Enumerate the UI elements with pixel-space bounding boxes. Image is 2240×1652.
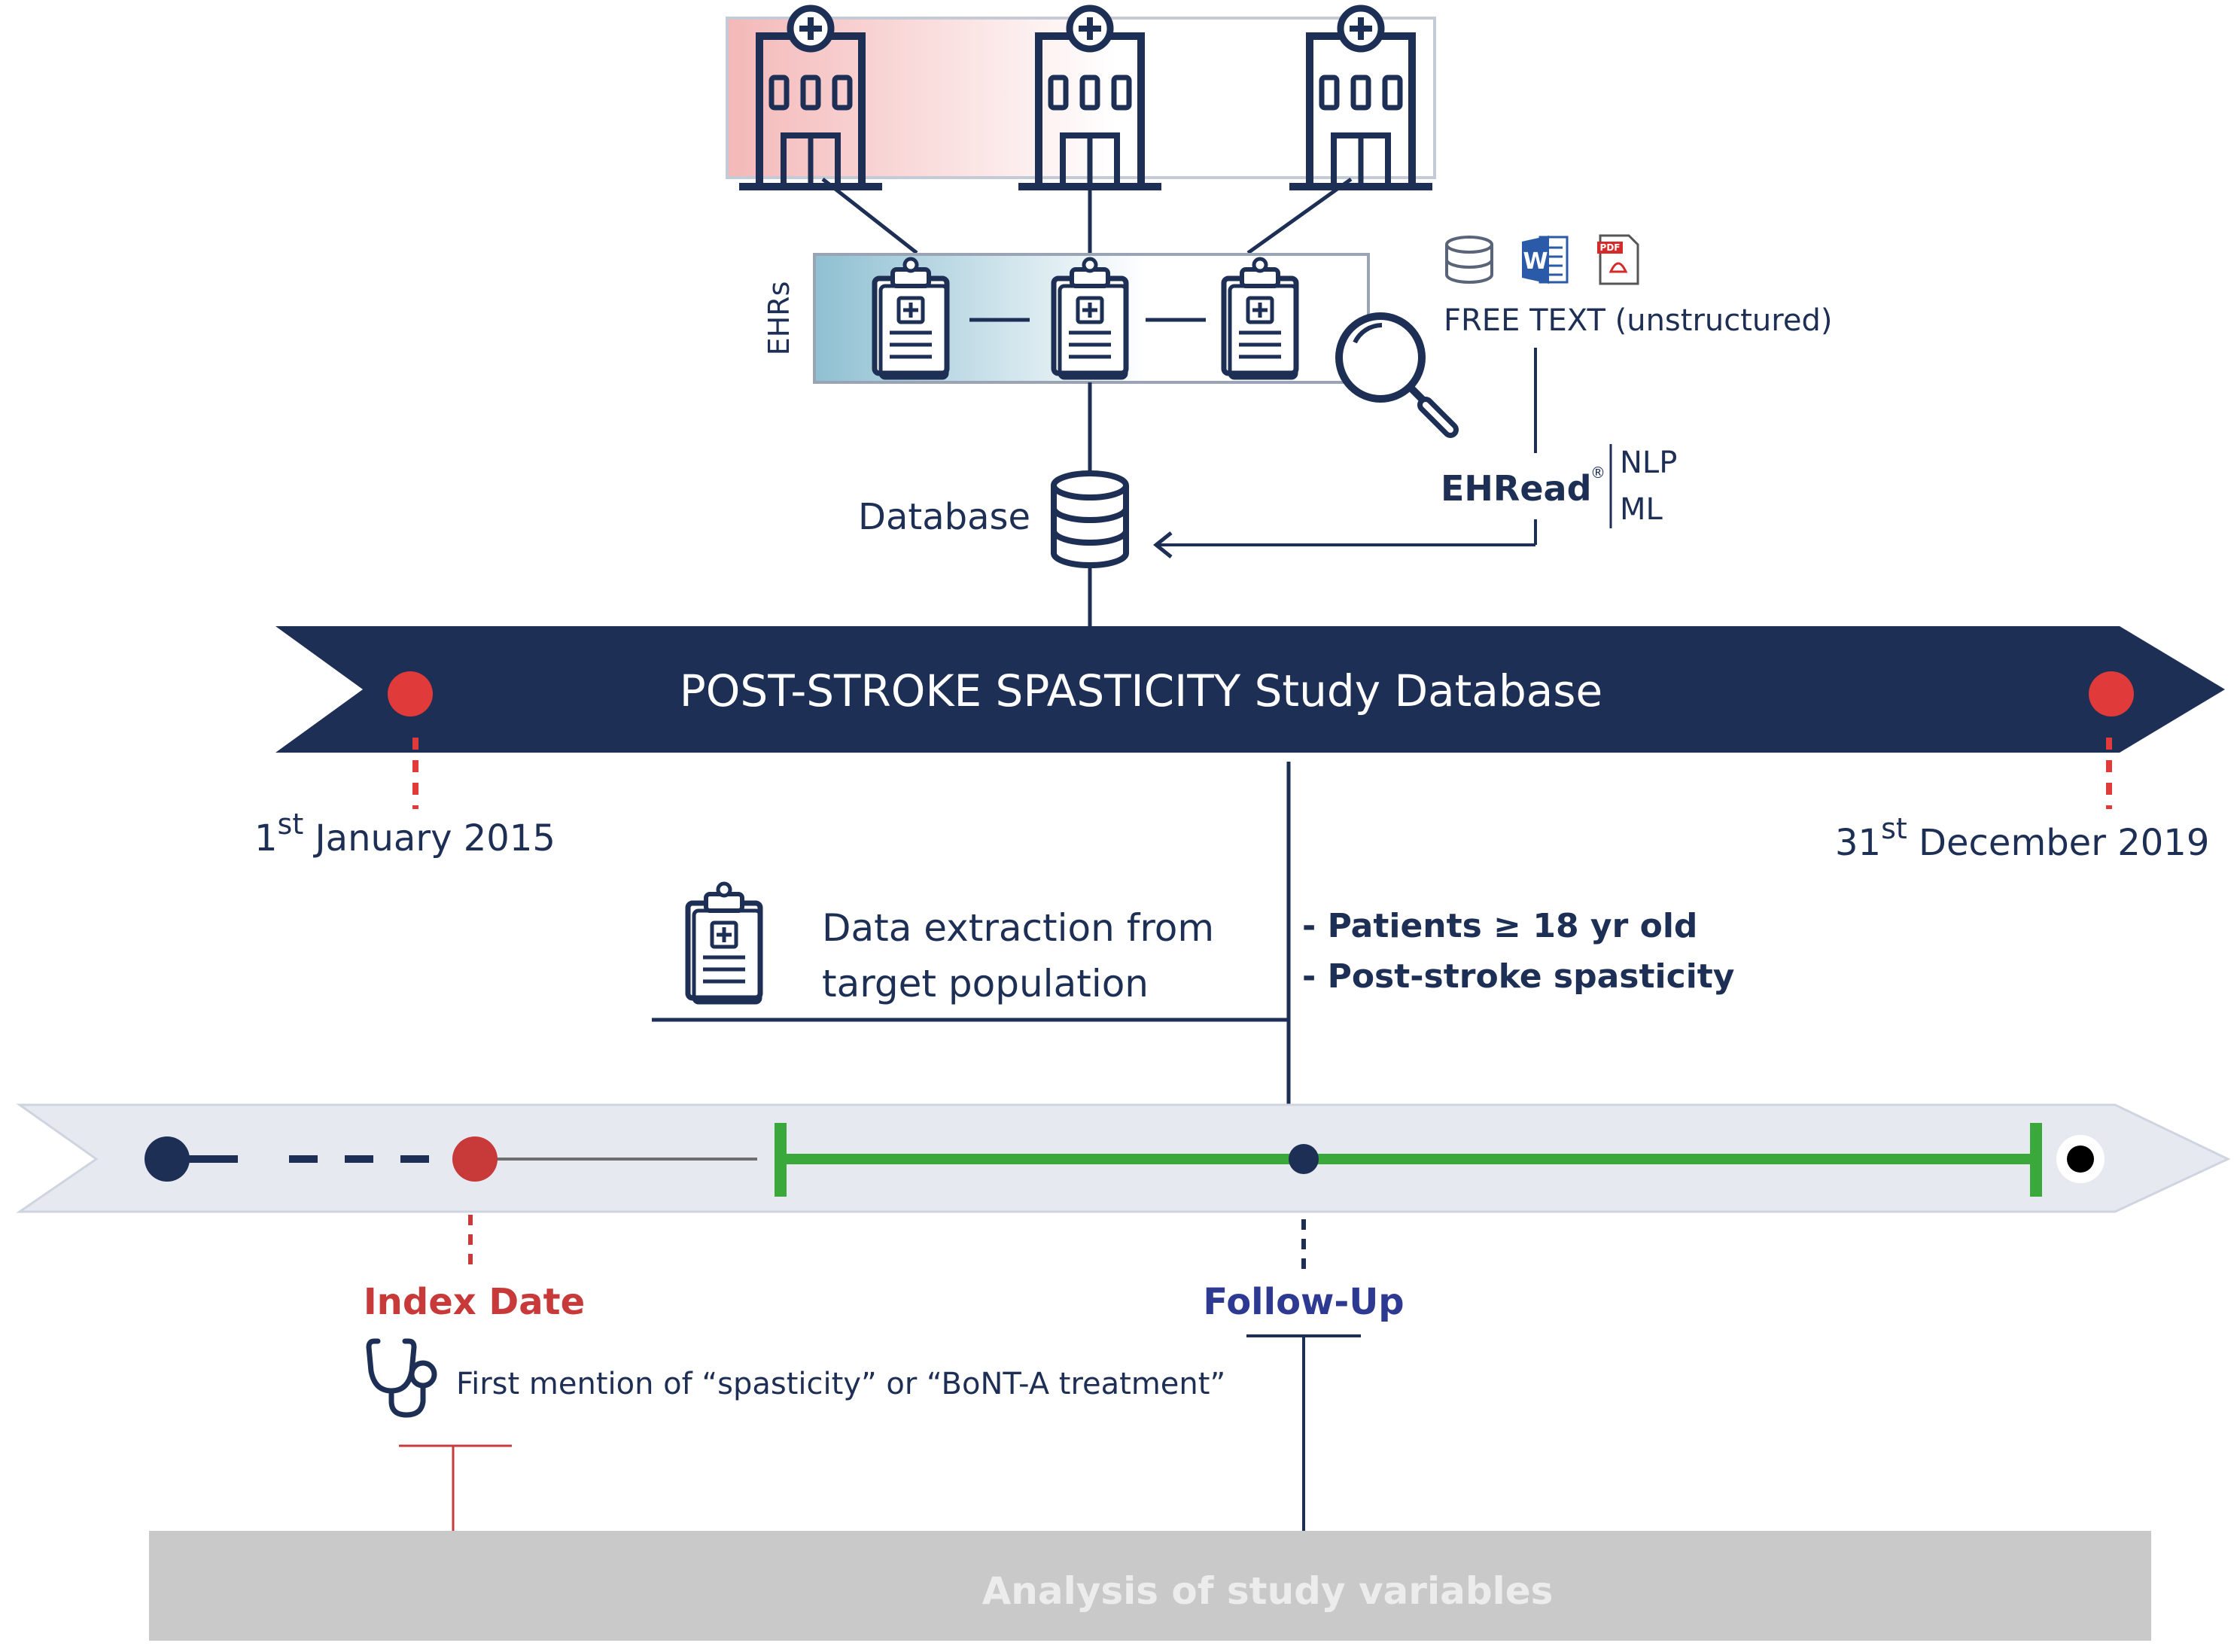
clipboard-icon — [1224, 259, 1296, 378]
analysis-box — [149, 1531, 2151, 1641]
magnifier-icon — [1335, 312, 1459, 438]
criterion-age: - Patients ≥ 18 yr old — [1302, 907, 1697, 945]
connector-line — [821, 178, 918, 254]
database-label: Database — [858, 496, 1030, 538]
start-date: 1st January 2015 — [254, 808, 555, 859]
ml-label: ML — [1620, 492, 1663, 527]
index-date-dot — [452, 1136, 498, 1182]
stethoscope-icon — [366, 1338, 437, 1418]
ehrs-label: EHRs — [762, 281, 796, 356]
followup-label: Follow-Up — [1203, 1281, 1404, 1323]
registered-mark: ® — [1590, 464, 1605, 482]
study-database-banner — [275, 626, 2225, 753]
extraction-line-1: Data extraction from — [822, 906, 1214, 950]
followup-dot — [1289, 1144, 1319, 1174]
free-text-label: FREE TEXT (unstructured) — [1444, 303, 1832, 338]
index-date-label: Index Date — [364, 1281, 585, 1323]
arrow-head — [1152, 531, 1173, 558]
database-icon — [1054, 473, 1126, 565]
word-doc-icon: W — [1522, 236, 1569, 284]
connector-line — [1246, 177, 1353, 255]
ehread-label: EHRead — [1441, 468, 1592, 509]
criterion-spasticity: - Post-stroke spasticity — [1302, 957, 1735, 996]
clipboard-icon — [1054, 259, 1126, 378]
clipboard-icon — [688, 884, 760, 1002]
analysis-label: Analysis of study variables — [982, 1569, 1554, 1613]
end-date: 31st December 2019 — [1835, 812, 2209, 864]
start-marker — [388, 671, 433, 716]
timeline-end-dot — [2067, 1145, 2094, 1173]
clipboard-icon — [875, 259, 947, 378]
index-date-definition: First mention of “spasticity” or “BoNT-A… — [456, 1367, 1225, 1401]
end-marker — [2089, 671, 2134, 716]
nlp-label: NLP — [1620, 446, 1677, 480]
study-database-title: POST-STROKE SPASTICITY Study Database — [680, 665, 1602, 716]
extraction-line-2: target population — [822, 962, 1149, 1005]
pdf-tag: PDF — [1600, 242, 1621, 253]
database-icon — [1445, 236, 1493, 284]
pdf-doc-icon: PDF — [1597, 234, 1639, 285]
svg-text:W: W — [1523, 248, 1548, 275]
